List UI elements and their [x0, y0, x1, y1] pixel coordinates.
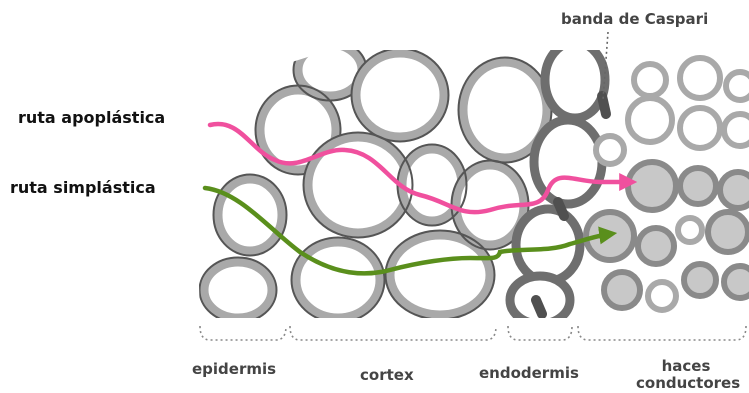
caspari-label: banda de Caspari	[561, 10, 708, 28]
cortex-bracket	[290, 326, 496, 340]
vascular-label-line1: haces	[636, 358, 736, 375]
vascular-label: haces conductores	[636, 358, 736, 392]
symplastic-route-label: ruta simplástica	[10, 178, 156, 197]
apoplastic-route-label: ruta apoplástica	[18, 108, 165, 127]
tissue-cells	[200, 40, 749, 325]
epidermis-bracket	[200, 326, 286, 340]
cortex-label: cortex	[360, 366, 414, 384]
vascular-bracket	[578, 326, 746, 340]
epidermis-label: epidermis	[192, 360, 276, 378]
region-brackets	[200, 326, 746, 340]
endodermis-bracket	[508, 326, 572, 340]
vascular-label-line2: conductores	[636, 375, 736, 392]
endodermis-label: endodermis	[479, 364, 579, 382]
